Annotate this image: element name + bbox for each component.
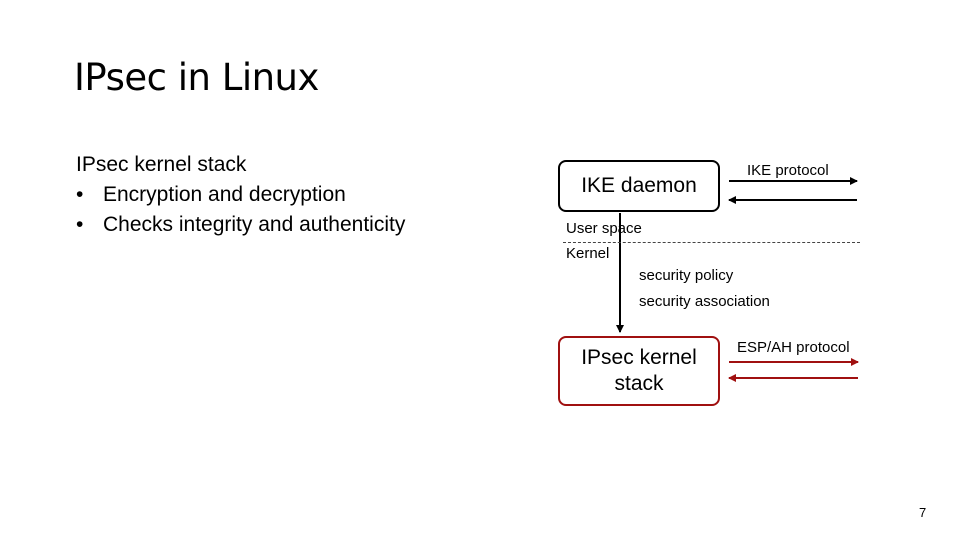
ipsec-stack-label-line2: stack (614, 372, 664, 395)
page-number: 7 (919, 505, 927, 520)
kernel-label: Kernel (566, 245, 610, 262)
user-kernel-boundary (563, 242, 860, 243)
body-heading: IPsec kernel stack (76, 153, 247, 176)
security-policy-label: security policy (639, 267, 734, 284)
bullet-item: • Checks integrity and authenticity (76, 210, 405, 240)
esp-ah-protocol-label: ESP/AH protocol (737, 339, 850, 356)
ike-protocol-label: IKE protocol (747, 162, 829, 179)
bullet-glyph: • (76, 183, 84, 206)
bullet-item: • Encryption and decryption (76, 180, 405, 210)
ike-daemon-box: IKE daemon (558, 160, 720, 212)
body-text: IPsec kernel stack • Encryption and decry… (76, 150, 405, 240)
page-title: IPsec in Linux (74, 56, 319, 99)
bullet-text: Encryption and decryption (103, 183, 346, 206)
ipsec-stack-label-line1: IPsec kernel (581, 346, 697, 369)
user-space-label: User space (566, 220, 642, 237)
ipsec-kernel-stack-box: IPsec kernel stack (558, 336, 720, 406)
bullet-text: Checks integrity and authenticity (103, 213, 406, 236)
security-association-label: security association (639, 293, 770, 310)
bullet-glyph: • (76, 213, 84, 236)
